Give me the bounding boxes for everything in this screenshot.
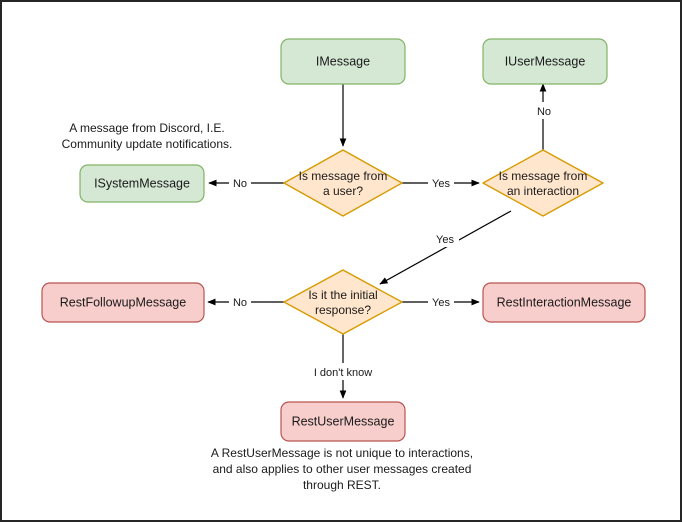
annotation-rest-note-line2: and also applies to other user messages … [213,462,472,476]
node-label-restusermessage: RestUserMessage [292,414,395,428]
edge-decision-initial-unknown: I don't know [302,334,384,399]
edge-label-decision-user-no: No [233,178,247,190]
edge-label-decision-initial-yes: Yes [432,297,450,309]
node-decision-is-message-from-interaction[interactable]: Is message from an interaction [482,149,604,217]
edge-label-decision-user-yes: Yes [432,178,450,190]
node-isystemmessage[interactable]: ISystemMessage [79,164,205,203]
node-restfollowupmessage[interactable]: RestFollowupMessage [41,282,205,323]
decision-interaction-line1: Is message from [499,169,588,183]
node-label-restinteractionmessage: RestInteractionMessage [497,295,632,309]
node-imessage[interactable]: IMessage [280,38,406,85]
node-decision-is-initial-response[interactable]: Is it the initial response? [283,269,403,335]
annotation-rest-note-line3: through REST. [303,478,381,492]
edge-label-decision-initial-no: No [233,297,247,309]
decision-initial-line1: Is it the initial [308,288,377,302]
annotation-system-note-line2: Community update notifications. [62,137,233,151]
node-iusermessage[interactable]: IUserMessage [482,38,608,85]
node-label-restfollowupmessage: RestFollowupMessage [60,295,186,309]
annotation-system-message-note: A message from Discord, I.E. Community u… [62,121,233,151]
edge-decision-interaction-yes: Yes [379,210,512,285]
node-decision-is-message-from-user[interactable]: Is message from a user? [283,149,403,217]
annotation-system-note-line1: A message from Discord, I.E. [69,121,224,135]
edge-label-decision-interaction-yes: Yes [436,234,454,246]
edge-decision-initial-yes: Yes [402,293,480,310]
decision-initial-line2: response? [315,303,371,317]
edge-label-decision-initial-unknown: I don't know [314,367,372,379]
edge-label-decision-interaction-no: No [537,106,551,118]
edge-decision-user-yes: Yes [402,174,480,191]
annotation-rest-note-line1: A RestUserMessage is not unique to inter… [211,446,473,460]
node-restinteractionmessage[interactable]: RestInteractionMessage [482,282,646,323]
node-label-iusermessage: IUserMessage [505,54,586,68]
node-label-imessage: IMessage [316,54,370,68]
decision-user-line1: Is message from [299,169,388,183]
edge-decision-initial-no: No [207,293,284,310]
node-label-isystemmessage: ISystemMessage [94,176,190,190]
decision-interaction-line2: an interaction [507,184,579,198]
node-restusermessage[interactable]: RestUserMessage [280,401,406,442]
annotation-rest-user-message-note: A RestUserMessage is not unique to inter… [211,446,473,492]
edge-decision-user-no: No [208,174,284,191]
decision-user-line2: a user? [323,184,363,198]
edge-decision-interaction-no: No [532,83,556,150]
